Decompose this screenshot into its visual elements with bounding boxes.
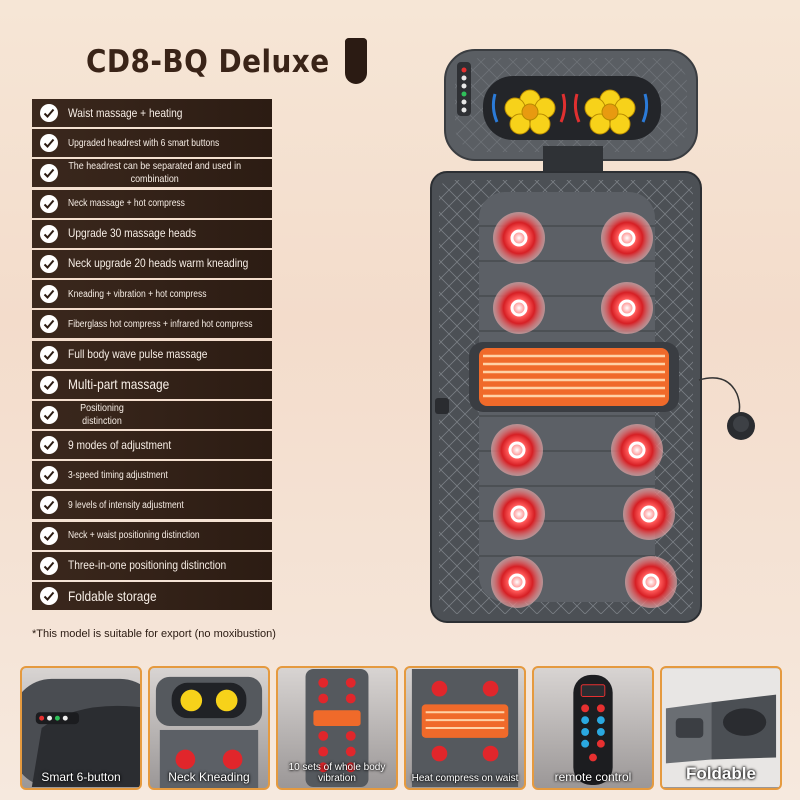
check-icon <box>40 285 58 304</box>
feature-item: Full body wave pulse massage <box>32 340 272 369</box>
feature-item: Neck massage + hot compress <box>32 189 272 218</box>
check-icon <box>40 556 58 575</box>
check-icon <box>40 254 58 273</box>
feature-item: 9 modes of adjustment <box>32 431 272 460</box>
thumbnail-heat-waist[interactable]: Heat compress on waist <box>404 666 526 790</box>
air-pump-icon <box>698 377 755 440</box>
check-icon <box>40 345 58 364</box>
heat-pad-icon <box>411 669 519 787</box>
feature-list: Waist massage + heating Upgraded headres… <box>32 99 272 612</box>
headrest-buttons-icon <box>22 678 140 787</box>
feature-item: Upgrade 30 massage heads <box>32 219 272 248</box>
feature-label: 9 modes of adjustment <box>68 437 172 452</box>
thumbnail-neck-kneading[interactable]: Neck Kneading <box>148 666 270 790</box>
check-icon <box>40 104 58 122</box>
feature-item: Foldable storage <box>32 582 272 610</box>
feature-item: Upgraded headrest with 6 smart buttons <box>32 129 272 158</box>
check-icon <box>40 526 58 545</box>
feature-label: 3-speed timing adjustment <box>68 469 168 481</box>
thumbnail-vibration[interactable]: 10 sets of whole body vibration <box>276 666 398 790</box>
check-icon <box>40 134 58 153</box>
feature-label: Neck upgrade 20 heads warm kneading <box>68 256 249 271</box>
check-icon <box>40 466 58 485</box>
feature-label: 9 levels of intensity adjustment <box>68 499 184 511</box>
vibration-mat-icon <box>305 669 369 787</box>
feature-item: Multi-part massage <box>32 370 272 399</box>
feature-label: Full body wave pulse massage <box>68 347 208 361</box>
feature-item: Waist massage + heating <box>32 99 272 127</box>
feature-item: Neck upgrade 20 heads warm kneading <box>32 249 272 278</box>
feature-label: Kneading + vibration + hot compress <box>68 288 207 300</box>
feature-label: Positioning distinction <box>80 401 124 427</box>
massage-mat-image <box>425 46 755 626</box>
thumbnail-caption: Heat compress on waist <box>411 773 519 784</box>
feature-label: The headrest can be separated and used i… <box>68 160 242 186</box>
feature-label: Foldable storage <box>68 587 157 604</box>
check-icon <box>40 194 58 213</box>
folded-mat-icon <box>662 669 780 787</box>
feature-item: Neck + waist positioning distinction <box>32 521 272 550</box>
thumbnail-caption: Neck Kneading <box>168 770 250 784</box>
product-title: CD8-BQ Deluxe <box>86 44 330 80</box>
feature-item: 3-speed timing adjustment <box>32 461 272 490</box>
feature-label: Neck + waist positioning distinction <box>68 530 200 542</box>
remote-control-icon <box>573 674 613 786</box>
feature-item: Fiberglass hot compress + infrared hot c… <box>32 310 272 339</box>
feature-item: Kneading + vibration + hot compress <box>32 280 272 309</box>
thumbnail-caption: Smart 6-button <box>41 770 121 784</box>
check-icon <box>40 405 58 424</box>
thumbnail-remote[interactable]: remote control <box>532 666 654 790</box>
neck-kneading-icon <box>155 676 263 788</box>
feature-label: Upgraded headrest with 6 smart buttons <box>68 137 220 149</box>
feature-thumbnails: Smart 6-button Neck Kneading 10 sets of … <box>20 666 782 790</box>
thumbnail-smart-buttons[interactable]: Smart 6-button <box>20 666 142 790</box>
check-icon <box>40 496 58 515</box>
thumbnail-caption: 10 sets of whole body vibration <box>288 762 386 784</box>
feature-label: Multi-part massage <box>68 376 170 393</box>
check-icon <box>40 436 58 455</box>
thumbnail-foldable[interactable]: Foldable <box>660 666 782 790</box>
feature-label: Neck massage + hot compress <box>68 198 185 210</box>
check-icon <box>40 375 58 394</box>
feature-label: Upgrade 30 massage heads <box>68 226 197 241</box>
feature-label: Fiberglass hot compress + infrared hot c… <box>68 318 253 330</box>
export-note: *This model is suitable for export (no m… <box>32 628 276 640</box>
thumbnail-caption: remote control <box>554 770 632 784</box>
check-icon <box>40 315 58 334</box>
feature-label: Three-in-one positioning distinction <box>68 558 227 573</box>
brand-tag-icon <box>345 38 367 84</box>
thumbnail-caption: Foldable <box>686 764 756 783</box>
check-icon <box>40 224 58 243</box>
check-icon <box>40 587 58 605</box>
feature-item: Positioning distinction <box>32 400 272 429</box>
check-icon <box>40 164 58 183</box>
feature-label: Waist massage + heating <box>68 105 183 120</box>
massage-mat-icon <box>430 49 702 623</box>
feature-item: Three-in-one positioning distinction <box>32 551 272 580</box>
feature-item: The headrest can be separated and used i… <box>32 159 272 188</box>
feature-item: 9 levels of intensity adjustment <box>32 491 272 520</box>
